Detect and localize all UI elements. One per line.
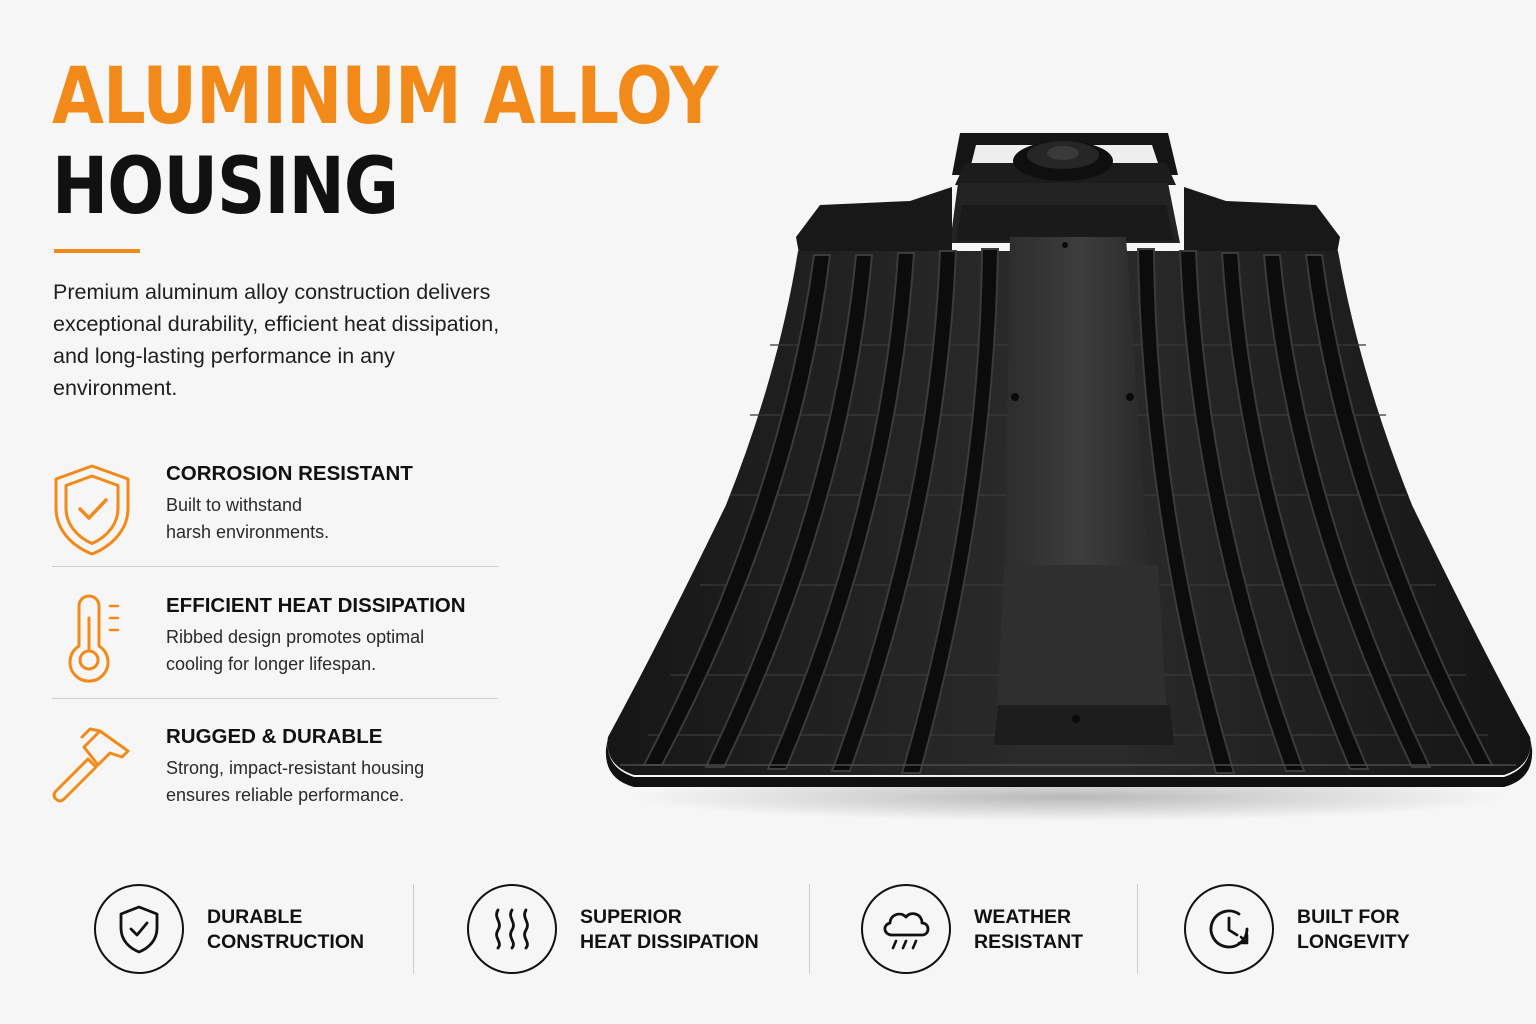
feature-description-line: ensures reliable performance. [166,785,405,805]
badge-circle [861,884,951,974]
feature-description-line: Built to withstand [166,495,303,515]
feature-corrosion-resistant: CORROSION RESISTANT Built to withstand h… [52,462,498,572]
badge-label-line: HEAT DISSIPATION [580,931,759,953]
feature-title: EFFICIENT HEAT DISSIPATION [166,594,466,617]
badge-label-line: WEATHER [974,906,1072,928]
feature-divider [52,698,498,699]
feature-description: Built to withstand harsh environments. [166,492,496,546]
badge-label-line: RESISTANT [974,931,1084,953]
feature-description-line: Ribbed design promotes optimal [166,627,425,647]
badge-label-line: CONSTRUCTION [207,931,365,953]
thermometer-icon [68,594,120,683]
badge-circle [1184,884,1274,974]
feature-description-line: harsh environments. [166,522,330,542]
badge-separator [809,884,810,974]
feature-description-line: cooling for longer lifespan. [166,654,377,674]
badge-label-line: SUPERIOR [580,906,682,928]
intro-paragraph: Premium aluminum alloy construction deli… [53,280,500,400]
shield-check-icon [54,464,130,556]
badge-label: DURABLE CONSTRUCTION [207,905,364,955]
page-title-line1: ALUMINUM ALLOY [52,52,718,142]
feature-description: Ribbed design promotes optimal cooling f… [166,624,496,678]
cloud-rain-icon [883,912,930,950]
shield-check-icon [119,905,159,954]
heat-waves-icon [495,908,529,950]
badge-label-line: BUILT FOR [1297,906,1400,928]
badge-label: BUILT FOR LONGEVITY [1297,905,1410,955]
feature-description: Strong, impact-resistant housing ensures… [166,755,496,809]
clock-icon [1209,909,1249,949]
feature-heat-dissipation: EFFICIENT HEAT DISSIPATION Ribbed design… [52,594,498,704]
badge-label-line: LONGEVITY [1297,931,1410,953]
housing-product-image [605,133,1533,821]
feature-divider [52,566,498,567]
badge-separator [413,884,414,974]
feature-title: RUGGED & DURABLE [166,725,383,748]
title-accent-bar [54,249,140,253]
badge-label: WEATHER RESISTANT [974,905,1083,955]
badge-label-line: DURABLE [207,906,303,928]
badge-circle [94,884,184,974]
badge-label: SUPERIOR HEAT DISSIPATION [580,905,759,955]
feature-description-line: Strong, impact-resistant housing [166,758,425,778]
badge-separator [1137,884,1138,974]
feature-rugged-durable: RUGGED & DURABLE Strong, impact-resistan… [52,725,498,835]
feature-title: CORROSION RESISTANT [166,462,413,485]
badge-circle [467,884,557,974]
page-title-line2: HOUSING [52,142,399,232]
hammer-icon [52,727,130,803]
